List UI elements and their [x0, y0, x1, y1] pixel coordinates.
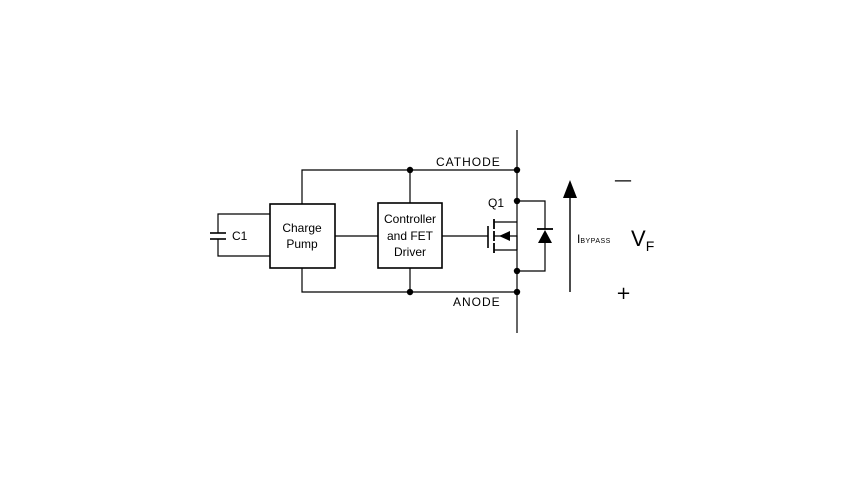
bypass-i: I: [577, 232, 580, 246]
c1-top-wire: [217, 213, 270, 233]
mosfet-q1: [487, 219, 518, 253]
junction-dot: [406, 166, 414, 174]
charge-pump-block: [269, 203, 336, 269]
cathode-label: CATHODE: [436, 155, 501, 169]
plus-sign: +: [616, 283, 631, 304]
bypass-current-arrow-icon: [563, 180, 577, 198]
q1-label: Q1: [488, 196, 504, 210]
controller-block: [377, 202, 443, 269]
junction-dot: [513, 288, 521, 296]
charge-pump-label-line2: Pump: [286, 237, 318, 251]
cathode-bus: [301, 169, 517, 204]
junction-dot: [513, 267, 521, 275]
controller-label-line2: and FET: [387, 229, 434, 243]
controller-label-line1: Controller: [384, 212, 436, 226]
diode-branch-bottom: [517, 243, 546, 272]
body-diode-icon: [538, 230, 552, 243]
forward-voltage-label: VF: [631, 226, 654, 254]
bypass-subscript: BYPASS: [580, 238, 611, 245]
c1-label: C1: [232, 229, 248, 243]
anode-bus: [301, 268, 517, 293]
junction-dot: [513, 166, 521, 174]
diode-branch-top: [517, 200, 546, 229]
minus-sign: —: [614, 170, 632, 191]
junction-dot: [406, 288, 414, 296]
vf-main: V: [631, 226, 646, 251]
bypass-current-label: IBYPASS: [577, 232, 611, 246]
vf-subscript: F: [646, 238, 655, 254]
anode-label: ANODE: [453, 295, 501, 309]
junction-dot: [513, 197, 521, 205]
q1-body-arrow: [499, 231, 510, 241]
c1-bottom-wire: [217, 239, 270, 257]
controller-label-line3: Driver: [394, 245, 426, 259]
charge-pump-label-line1: Charge: [282, 221, 322, 235]
